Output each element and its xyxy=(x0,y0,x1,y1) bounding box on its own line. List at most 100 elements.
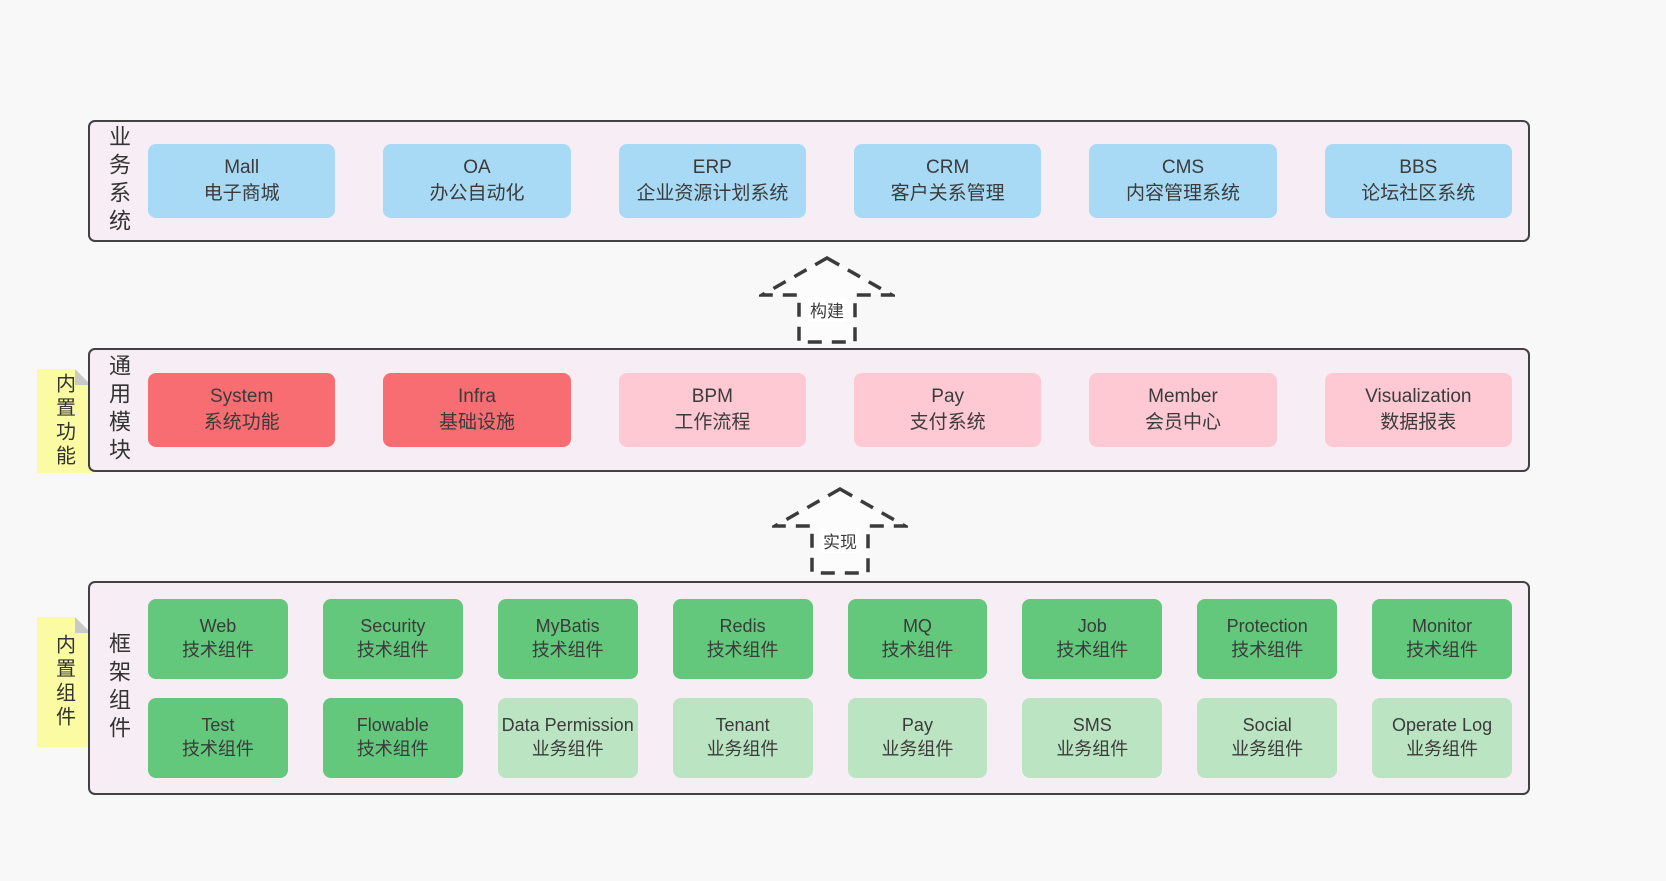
band-common-modules-boxes: System 系统功能 Infra 基础设施 BPM 工作流程 Pay 支付系统… xyxy=(148,373,1512,447)
box-crm: CRM 客户关系管理 xyxy=(853,144,1042,218)
box-subtitle: 技术组件 xyxy=(181,738,254,759)
box-title: Job xyxy=(1077,616,1107,637)
box-subtitle: 技术组件 xyxy=(1231,639,1304,660)
box-subtitle: 业务组件 xyxy=(531,738,604,759)
box-mall: Mall 电子商城 xyxy=(148,144,336,218)
box-subtitle: 业务组件 xyxy=(706,738,779,759)
band-business-systems: 业务系统 Mall 电子商城 OA 办公自动化 ERP 企业资源计划系统 CRM… xyxy=(88,120,1530,242)
box-pay-component: Pay 业务组件 xyxy=(847,697,988,778)
box-title: Monitor xyxy=(1412,616,1473,637)
box-redis: Redis 技术组件 xyxy=(672,598,813,679)
box-subtitle: 系统功能 xyxy=(203,412,280,433)
box-tenant: Tenant 业务组件 xyxy=(672,697,813,778)
box-monitor: Monitor 技术组件 xyxy=(1372,598,1512,679)
box-title: Security xyxy=(360,616,426,637)
box-pay-system: Pay 支付系统 xyxy=(853,373,1042,447)
arrow-implement: 实现 xyxy=(772,486,908,576)
box-subtitle: 基础设施 xyxy=(438,412,515,433)
sticky-built-in-components: 内置组件 xyxy=(37,617,91,747)
box-subtitle: 业务组件 xyxy=(1406,738,1479,759)
components-row-1: Web 技术组件 Security 技术组件 MyBatis 技术组件 Redi… xyxy=(148,598,1512,679)
box-title: Mall xyxy=(224,157,260,179)
box-bbs: BBS 论坛社区系统 xyxy=(1324,144,1512,218)
box-title: Visualization xyxy=(1365,386,1472,408)
box-subtitle: 内容管理系统 xyxy=(1125,183,1240,204)
box-title: Data Permission xyxy=(501,715,634,736)
box-title: SMS xyxy=(1072,715,1112,736)
box-subtitle: 业务组件 xyxy=(881,738,954,759)
components-row-2: Test 技术组件 Flowable 技术组件 Data Permission … xyxy=(148,697,1512,778)
box-title: CMS xyxy=(1161,157,1205,179)
box-job: Job 技术组件 xyxy=(1022,598,1163,679)
box-mybatis: MyBatis 技术组件 xyxy=(497,598,638,679)
box-title: Protection xyxy=(1226,616,1308,637)
box-subtitle: 企业资源计划系统 xyxy=(636,183,789,204)
box-test: Test 技术组件 xyxy=(148,697,288,778)
box-title: MyBatis xyxy=(535,616,600,637)
box-oa: OA 办公自动化 xyxy=(383,144,571,218)
box-title: Web xyxy=(199,616,237,637)
box-subtitle: 支付系统 xyxy=(909,412,986,433)
box-title: CRM xyxy=(926,157,970,179)
box-title: Pay xyxy=(931,386,965,408)
box-social: Social 业务组件 xyxy=(1197,697,1338,778)
box-bpm: BPM 工作流程 xyxy=(618,373,806,447)
box-title: BBS xyxy=(1399,157,1438,179)
box-subtitle: 技术组件 xyxy=(1406,639,1479,660)
box-subtitle: 会员中心 xyxy=(1144,412,1221,433)
box-subtitle: 办公自动化 xyxy=(429,183,525,204)
box-title: Redis xyxy=(719,616,766,637)
box-title: Operate Log xyxy=(1392,715,1493,736)
box-title: ERP xyxy=(692,157,732,179)
box-subtitle: 业务组件 xyxy=(1056,738,1129,759)
band-business-boxes: Mall 电子商城 OA 办公自动化 ERP 企业资源计划系统 CRM 客户关系… xyxy=(148,144,1512,218)
box-system: System 系统功能 xyxy=(148,373,336,447)
box-subtitle: 数据报表 xyxy=(1380,412,1457,433)
box-subtitle: 技术组件 xyxy=(356,738,429,759)
box-title: Infra xyxy=(457,386,496,408)
box-member: Member 会员中心 xyxy=(1089,373,1277,447)
box-subtitle: 电子商城 xyxy=(203,183,280,204)
arrow-implement-label: 实现 xyxy=(821,528,859,553)
box-title: Social xyxy=(1242,715,1292,736)
box-subtitle: 技术组件 xyxy=(706,639,779,660)
band-business-label: 业务系统 xyxy=(106,125,131,237)
box-title: Pay xyxy=(901,715,933,736)
box-sms: SMS 业务组件 xyxy=(1022,697,1163,778)
box-title: OA xyxy=(463,157,491,179)
box-cms: CMS 内容管理系统 xyxy=(1089,144,1277,218)
band-common-modules: 通用模块 System 系统功能 Infra 基础设施 BPM 工作流程 Pay… xyxy=(88,348,1530,472)
box-subtitle: 技术组件 xyxy=(881,639,954,660)
box-title: Test xyxy=(201,715,235,736)
box-security: Security 技术组件 xyxy=(322,598,463,679)
box-subtitle: 技术组件 xyxy=(531,639,604,660)
box-subtitle: 论坛社区系统 xyxy=(1361,183,1476,204)
sticky-built-in-features-label: 内置功能 xyxy=(52,373,75,469)
box-subtitle: 工作流程 xyxy=(674,412,751,433)
box-subtitle: 业务组件 xyxy=(1231,738,1304,759)
box-title: Member xyxy=(1148,386,1218,408)
arrow-build-label: 构建 xyxy=(808,297,846,322)
sticky-built-in-features: 内置功能 xyxy=(37,369,91,473)
box-infra: Infra 基础设施 xyxy=(383,373,571,447)
arrow-build: 构建 xyxy=(759,255,895,345)
box-subtitle: 技术组件 xyxy=(1056,639,1129,660)
band-framework-components: 框架组件 Web 技术组件 Security 技术组件 MyBatis 技术组件… xyxy=(88,581,1530,795)
box-title: System xyxy=(209,386,274,408)
box-operate-log: Operate Log 业务组件 xyxy=(1372,697,1512,778)
band-framework-components-label: 框架组件 xyxy=(106,632,131,744)
box-subtitle: 技术组件 xyxy=(356,639,429,660)
box-subtitle: 客户关系管理 xyxy=(890,183,1005,204)
band-framework-components-grid: Web 技术组件 Security 技术组件 MyBatis 技术组件 Redi… xyxy=(148,598,1512,778)
box-title: Tenant xyxy=(715,715,770,736)
box-mq: MQ 技术组件 xyxy=(847,598,988,679)
box-title: BPM xyxy=(691,386,733,408)
box-flowable: Flowable 技术组件 xyxy=(322,697,463,778)
box-web: Web 技术组件 xyxy=(148,598,288,679)
band-common-modules-label: 通用模块 xyxy=(106,354,131,466)
sticky-built-in-components-label: 内置组件 xyxy=(52,634,75,730)
box-title: Flowable xyxy=(356,715,429,736)
box-visualization: Visualization 数据报表 xyxy=(1324,373,1512,447)
box-title: MQ xyxy=(902,616,932,637)
box-subtitle: 技术组件 xyxy=(181,639,254,660)
